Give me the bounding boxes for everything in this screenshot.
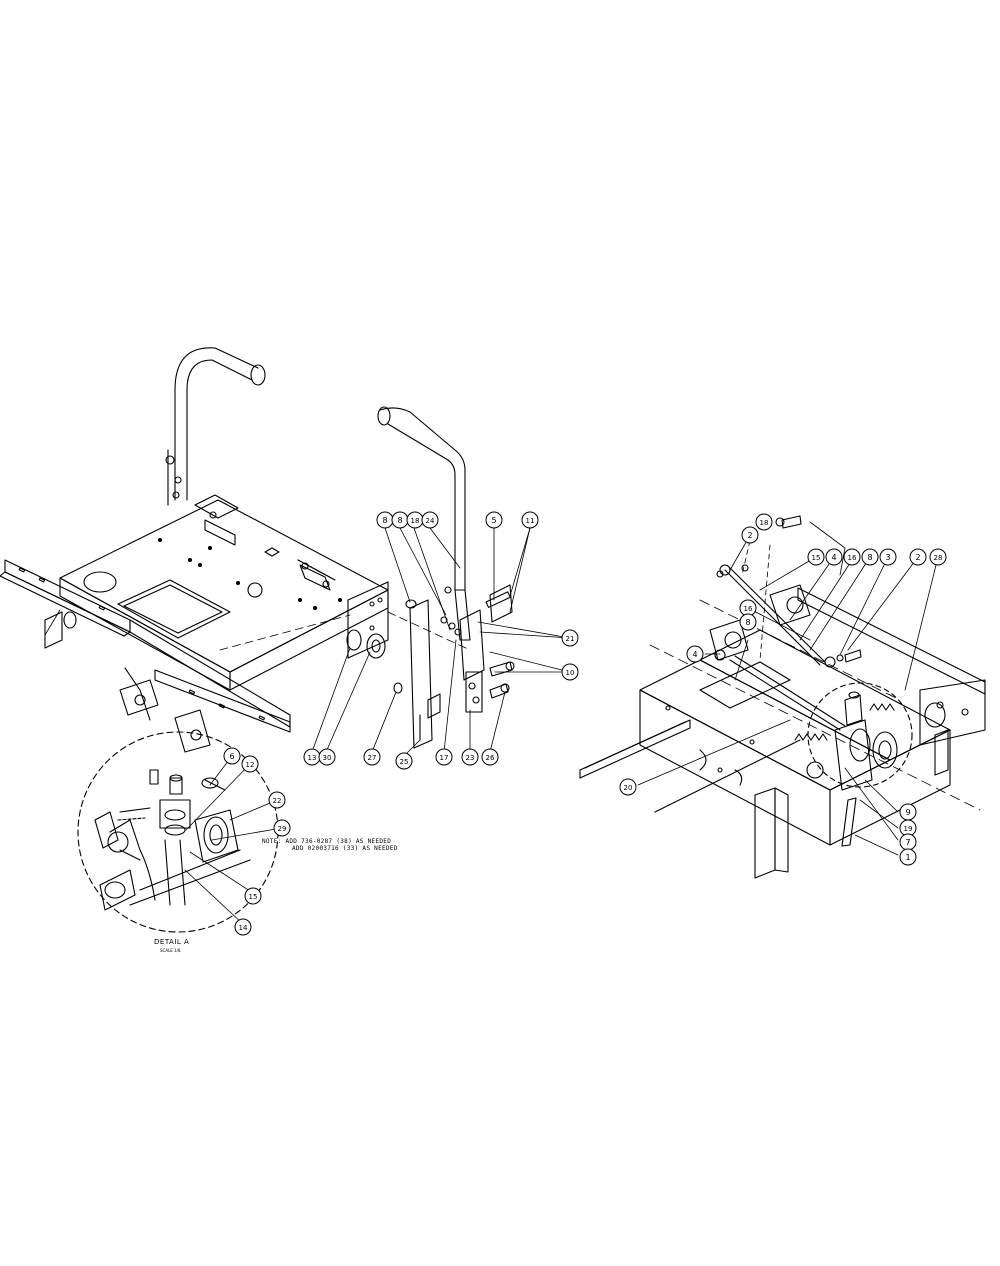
center-handle-drawing: [377, 406, 515, 749]
callout-r4a: 4: [825, 548, 843, 566]
svg-text:30: 30: [323, 754, 332, 762]
svg-text:2: 2: [747, 531, 752, 540]
svg-text:15: 15: [812, 554, 821, 562]
callout-r20: 20: [619, 778, 637, 796]
callout-r2a: 2: [741, 526, 759, 544]
callout-8b: 8: [391, 511, 409, 529]
svg-text:19: 19: [904, 825, 913, 833]
callout-18: 18: [406, 511, 424, 529]
callout-bubbles: 8 8 18 24 5 11 21 10 13 30 27 25 17 23 2…: [223, 511, 947, 936]
callout-r19: 19: [899, 819, 917, 837]
callout-r9: 9: [899, 803, 917, 821]
svg-text:4: 4: [831, 553, 836, 562]
callout-22: 22: [268, 791, 286, 809]
svg-text:28: 28: [934, 554, 943, 562]
callout-r16a: 16: [843, 548, 861, 566]
svg-text:6: 6: [229, 752, 234, 761]
svg-text:2: 2: [915, 553, 920, 562]
callout-r8b: 8: [739, 613, 757, 631]
callout-6: 6: [223, 747, 241, 765]
callout-r7: 7: [899, 833, 917, 851]
callout-29: 29: [273, 819, 291, 837]
callout-8a: 8: [376, 511, 394, 529]
svg-text:8: 8: [867, 553, 872, 562]
note-text: NOTE: ADD 736-0287 (38) AS NEEDED ADD 02…: [262, 838, 398, 852]
svg-text:3: 3: [885, 553, 890, 562]
callout-r4b: 4: [686, 645, 704, 663]
svg-text:24: 24: [426, 517, 435, 525]
svg-text:11: 11: [526, 517, 535, 525]
callout-26: 26: [481, 748, 499, 766]
note-line-1: NOTE: ADD 736-0287 (38) AS NEEDED: [262, 838, 392, 845]
callout-15: 15: [244, 887, 262, 905]
svg-text:18: 18: [411, 517, 420, 525]
callout-r1: 1: [899, 848, 917, 866]
callout-27: 27: [363, 748, 381, 766]
callout-13: 13: [303, 748, 321, 766]
callout-r28: 28: [929, 548, 947, 566]
svg-text:17: 17: [440, 754, 449, 762]
svg-text:26: 26: [486, 754, 495, 762]
callout-25: 25: [395, 752, 413, 770]
svg-text:4: 4: [692, 650, 697, 659]
svg-text:16: 16: [744, 605, 753, 613]
svg-text:15: 15: [249, 893, 258, 901]
svg-text:12: 12: [246, 761, 255, 769]
callout-r2b: 2: [909, 548, 927, 566]
svg-text:18: 18: [760, 519, 769, 527]
left-handle-bar-drawing: [165, 347, 266, 506]
callout-24: 24: [421, 511, 439, 529]
svg-text:23: 23: [466, 754, 475, 762]
svg-text:10: 10: [566, 669, 575, 677]
svg-text:9: 9: [905, 808, 910, 817]
callout-11: 11: [521, 511, 539, 529]
bushing-drawing: [346, 629, 386, 659]
callout-r15: 15: [807, 548, 825, 566]
svg-text:20: 20: [624, 784, 633, 792]
svg-text:29: 29: [278, 825, 287, 833]
callout-14: 14: [234, 918, 252, 936]
svg-text:25: 25: [400, 758, 409, 766]
callout-12: 12: [241, 755, 259, 773]
leader-lines: [44, 521, 981, 925]
main-frame-drawing: [0, 494, 389, 753]
detail-a-scale: SCALE 1/8: [160, 948, 181, 953]
callout-r18: 18: [755, 513, 773, 531]
svg-text:13: 13: [308, 754, 317, 762]
note-line-2: ADD 02003716 (33) AS NEEDED: [292, 845, 398, 852]
callout-21: 21: [561, 629, 579, 647]
svg-text:22: 22: [273, 797, 282, 805]
callout-r3: 3: [879, 548, 897, 566]
callout-r8a: 8: [861, 548, 879, 566]
callout-23: 23: [461, 748, 479, 766]
detail-a-label: DETAIL A: [154, 938, 190, 946]
svg-text:27: 27: [368, 754, 377, 762]
svg-text:1: 1: [905, 853, 910, 862]
callout-17: 17: [435, 748, 453, 766]
svg-text:8: 8: [745, 618, 750, 627]
svg-text:14: 14: [239, 924, 248, 932]
callout-30: 30: [318, 748, 336, 766]
callout-5: 5: [485, 511, 503, 529]
svg-text:8: 8: [382, 516, 387, 525]
svg-text:16: 16: [848, 554, 857, 562]
right-frame-drawing: [579, 515, 986, 879]
svg-text:8: 8: [397, 516, 402, 525]
svg-text:7: 7: [905, 838, 910, 847]
svg-text:5: 5: [491, 516, 496, 525]
svg-text:21: 21: [566, 635, 575, 643]
callout-10: 10: [561, 663, 579, 681]
